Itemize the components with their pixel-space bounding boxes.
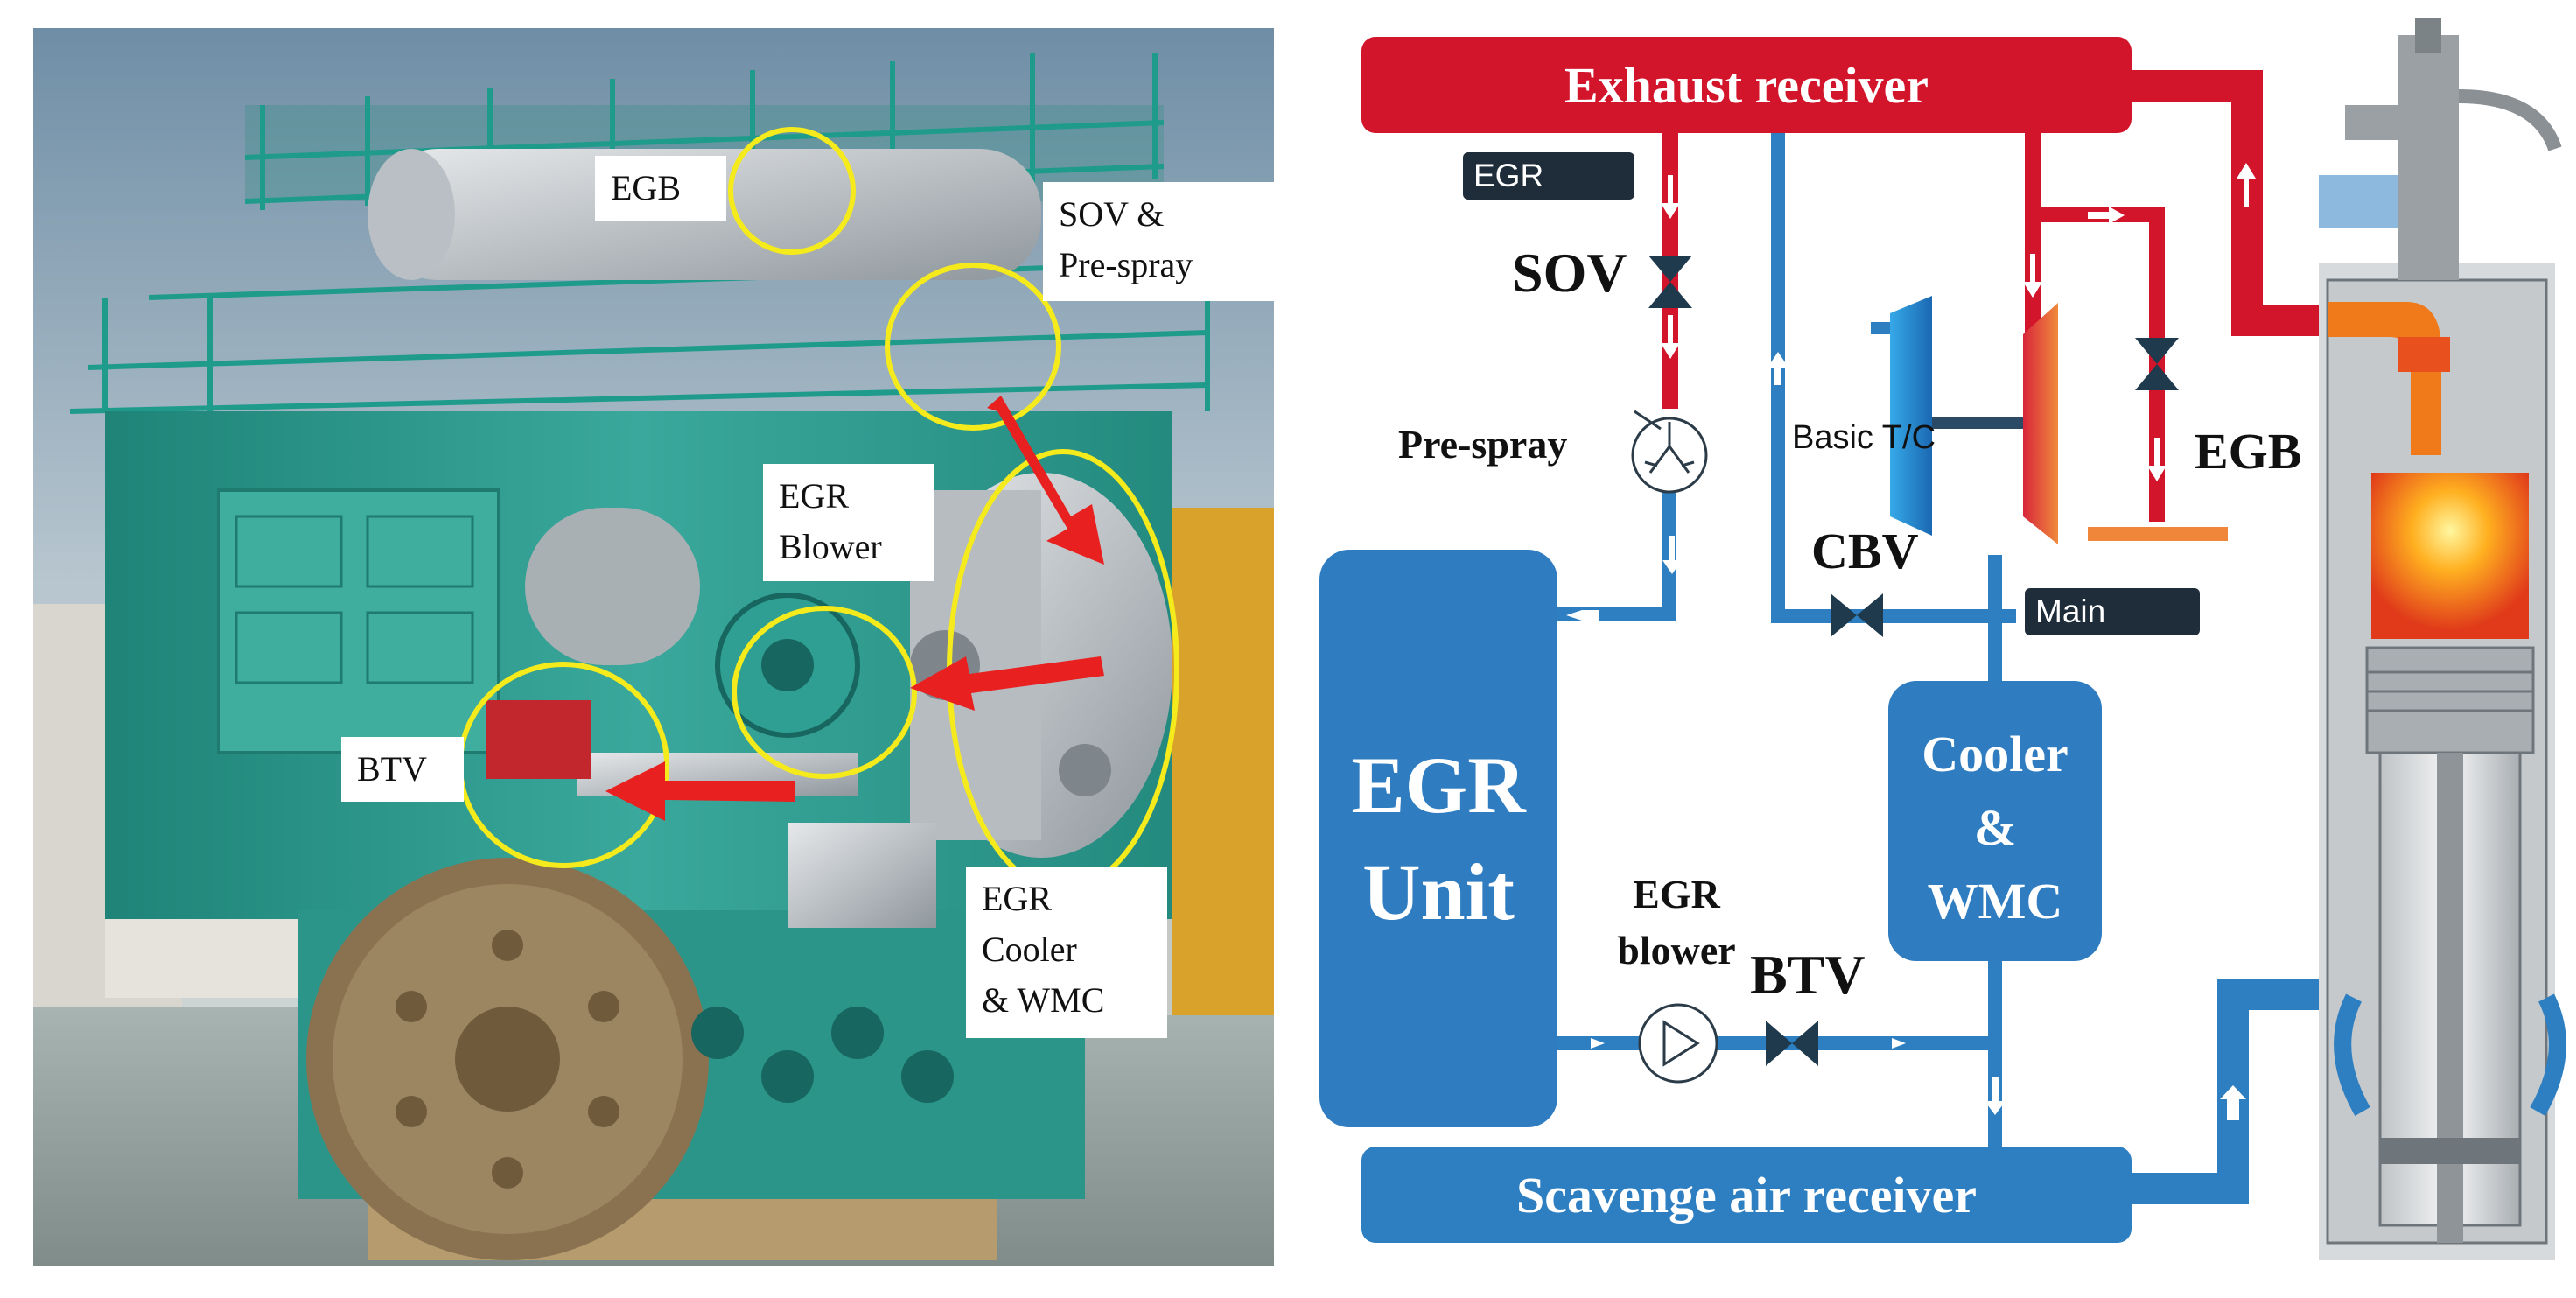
photo-label-blower-line1: EGR — [779, 476, 849, 516]
sov-highlight — [885, 263, 1061, 431]
egr-blower-label: EGR blower — [1606, 867, 1746, 979]
cbv-valve-icon — [1830, 593, 1857, 637]
photo-label-egb: EGB — [595, 156, 726, 221]
egb-valve-icon — [2135, 338, 2179, 364]
egb-label: EGB — [2194, 423, 2302, 480]
scavenge-air-receiver-label: Scavenge air receiver — [1516, 1167, 1978, 1224]
pre-spray-label: Pre-spray — [1398, 422, 1568, 467]
pre-spray-icon — [1631, 417, 1708, 494]
photo-label-blower-line2: Blower — [779, 527, 882, 566]
egr-string-text: EGR string — [1474, 158, 1553, 237]
photo-label-egr-blower: EGR Blower — [763, 464, 934, 581]
egb-highlight — [728, 127, 856, 255]
egr-blower-line2: blower — [1617, 928, 1736, 972]
egr-unit-label: EGR Unit — [1320, 732, 1558, 945]
sov-valve-icon — [1648, 256, 1692, 282]
blower-highlight — [732, 606, 917, 779]
flow-arrows — [606, 396, 1104, 821]
basic-tc-label: Basic T/C — [1792, 419, 1936, 456]
cooler-wmc-label: Cooler & WMC — [1888, 718, 2102, 938]
photo-label-sov-line1: SOV & — [1059, 194, 1165, 234]
cooler-wmc-line3: WMC — [1927, 873, 2063, 930]
engine-cross-section — [2319, 18, 2566, 1260]
sov-label: SOV — [1512, 242, 1628, 304]
exhaust-receiver-label: Exhaust receiver — [1564, 57, 1929, 114]
cooler-wmc-line2: & — [1973, 799, 2017, 856]
schematic — [1320, 37, 2331, 1243]
egr-unit-line2: Unit — [1362, 847, 1515, 937]
photo-label-cooler-line1: EGR — [982, 879, 1052, 918]
photo-label-btv-text: BTV — [357, 749, 427, 789]
photo-label-sov-pre-spray: SOV & Pre-spray — [1043, 182, 1276, 301]
photo-label-cooler-line2: Cooler — [982, 930, 1077, 969]
egr-unit-line1: EGR — [1351, 740, 1526, 830]
cooler-wmc-line1: Cooler — [1922, 726, 2068, 782]
photo-label-egb-text: EGB — [611, 168, 681, 207]
cbv-label: CBV — [1811, 523, 1919, 579]
main-string-tag: Main string — [2025, 588, 2200, 673]
btv-label: BTV — [1750, 944, 1866, 1006]
egr-string-tag: EGR string — [1463, 152, 1634, 237]
btv-valve-icon — [1766, 1021, 1792, 1066]
main-string-text: Main string — [2035, 593, 2115, 673]
photo-label-btv: BTV — [341, 737, 464, 802]
photo-label-egr-cooler: EGR Cooler & WMC — [966, 867, 1167, 1038]
photo-label-sov-line2: Pre-spray — [1059, 245, 1194, 284]
egr-blower-line1: EGR — [1633, 872, 1720, 916]
photo-label-cooler-line3: & WMC — [982, 980, 1105, 1020]
